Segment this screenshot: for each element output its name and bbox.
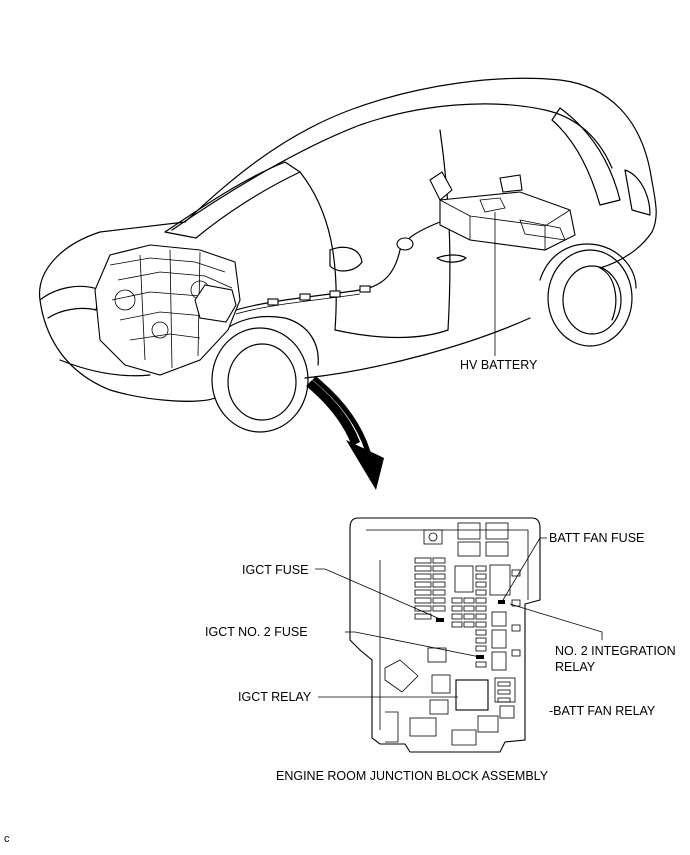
engine-assembly <box>94 244 241 376</box>
fuse-column-right <box>489 564 521 671</box>
cable-connectors <box>267 237 414 306</box>
leader-lines <box>315 537 603 698</box>
fuse-column-left <box>414 557 446 622</box>
label-igct-no2-fuse: IGCT NO. 2 FUSE <box>205 625 308 639</box>
car-illustration <box>38 77 657 433</box>
label-batt-fan-relay: -BATT FAN RELAY <box>549 704 656 718</box>
label-igct-fuse: IGCT FUSE <box>242 563 309 577</box>
label-no2-integration-relay-line2: RELAY <box>555 660 596 674</box>
label-batt-fan-fuse: BATT FAN FUSE <box>549 531 645 545</box>
corner-code: c <box>4 833 10 845</box>
junction-block-illustration <box>349 517 541 753</box>
label-igct-relay: IGCT RELAY <box>238 690 312 704</box>
hv-battery-illustration <box>429 171 576 251</box>
detail-arrow <box>306 376 384 490</box>
label-hv-battery: HV BATTERY <box>460 358 538 372</box>
label-junction-block: ENGINE ROOM JUNCTION BLOCK ASSEMBLY <box>276 769 549 783</box>
label-no2-integration-relay-line1: NO. 2 INTEGRATION <box>555 644 676 658</box>
